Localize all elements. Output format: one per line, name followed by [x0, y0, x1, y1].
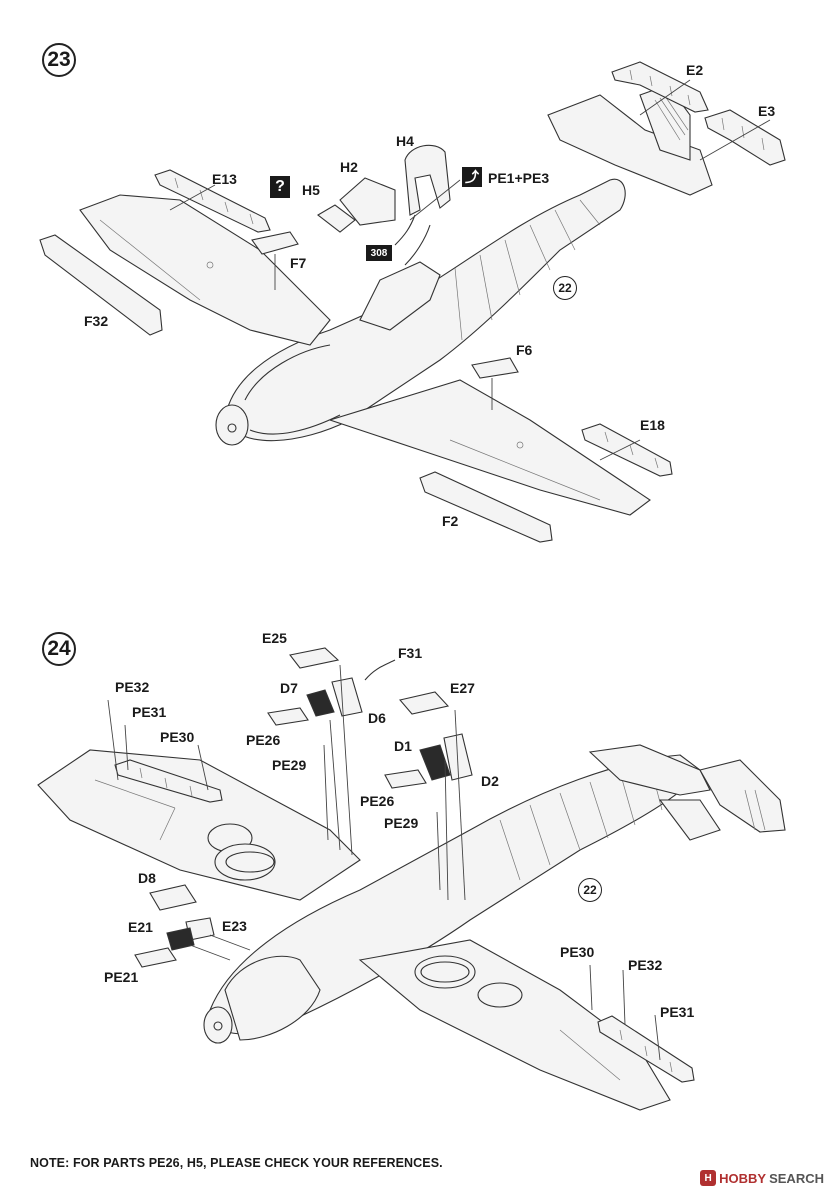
e13-part [154, 169, 271, 233]
d1-part [419, 744, 451, 781]
part-label-f6: F6 [516, 342, 533, 358]
d8-part [149, 884, 197, 911]
e2-part [611, 61, 709, 113]
pe26-part-a [267, 707, 309, 726]
left-slat [114, 759, 223, 803]
part-label-pe29-a: PE29 [272, 757, 307, 773]
watermark-search: SEARCH [769, 1170, 824, 1186]
f2-part [419, 471, 553, 543]
part-label-e25: E25 [262, 630, 287, 646]
paint-code-badge: 308 [366, 245, 392, 261]
canopy-frame [359, 261, 441, 331]
part-label-f2: F2 [442, 513, 459, 529]
d7-part [306, 689, 335, 717]
spinner [215, 404, 249, 446]
part-label-d1: D1 [394, 738, 412, 754]
ref-step-22-circle: 22 [553, 276, 577, 300]
right-slat [597, 1015, 695, 1083]
part-label-pe26-b: PE26 [360, 793, 395, 809]
part-label-pe29-b: PE29 [384, 815, 419, 831]
tail-stabilizer [547, 94, 713, 196]
pe21-part [134, 947, 177, 968]
references-note: NOTE: FOR PARTS PE26, H5, PLEASE CHECK Y… [30, 1156, 443, 1170]
h5-part [317, 204, 356, 233]
part-label-pe31: PE31 [132, 704, 167, 720]
part-label-pe30: PE30 [160, 729, 195, 745]
tail-plane [588, 744, 711, 796]
watermark-brand: HOBBY [719, 1170, 767, 1186]
part-label-f31: F31 [398, 645, 423, 661]
part-label-pe21: PE21 [104, 969, 139, 985]
f31-part [364, 659, 396, 681]
f32-part [39, 234, 163, 336]
e25-part [289, 647, 340, 669]
part-label-e23: E23 [222, 918, 247, 934]
part-label-e3: E3 [758, 103, 776, 119]
f7-part [251, 231, 299, 255]
part-label-e27: E27 [450, 680, 475, 696]
part-label-e18: E18 [640, 417, 665, 433]
part-label-pe1-pe3: PE1+PE3 [488, 170, 550, 186]
pe26-part-b [384, 769, 427, 789]
e27-part [398, 691, 450, 715]
part-label-d6: D6 [368, 710, 386, 726]
part-label-pe30-b: PE30 [560, 944, 595, 960]
d6-part [331, 677, 363, 717]
e18-part [581, 423, 673, 477]
right-wing [328, 379, 651, 516]
part-label-pe32: PE32 [115, 679, 150, 695]
question-mark-icon: ? [270, 176, 290, 198]
e3-part [704, 109, 786, 166]
left-wing [79, 194, 331, 346]
part-label-d7: D7 [280, 680, 298, 696]
part-label-e21: E21 [128, 919, 153, 935]
part-label-f32: F32 [84, 313, 109, 329]
pe1-pe3-part [394, 214, 431, 266]
part-label-pe31-b: PE31 [660, 1004, 695, 1020]
ref-step-22-circle-b: 22 [578, 878, 602, 902]
part-label-e2: E2 [686, 62, 704, 78]
part-label-h4: H4 [396, 133, 414, 149]
part-label-d2: D2 [481, 773, 499, 789]
watermark: H HOBBY SEARCH [700, 1170, 824, 1186]
step-number-23: 23 [42, 43, 76, 77]
left-wing-underside [37, 749, 361, 901]
bend-arrow-icon: ⤴ [462, 167, 482, 187]
part-label-h5: H5 [302, 182, 320, 198]
part-label-f7: F7 [290, 255, 307, 271]
step-number-24: 24 [42, 632, 76, 666]
h2-part [339, 177, 396, 226]
step-23-drawing [39, 61, 786, 543]
part-label-e13: E13 [212, 171, 237, 187]
e21-part [166, 927, 195, 951]
part-label-pe32-b: PE32 [628, 957, 663, 973]
part-label-d8: D8 [138, 870, 156, 886]
f6-part [471, 357, 519, 379]
part-label-h2: H2 [340, 159, 358, 175]
watermark-logo-icon: H [700, 1170, 717, 1186]
part-label-pe26-a: PE26 [246, 732, 281, 748]
